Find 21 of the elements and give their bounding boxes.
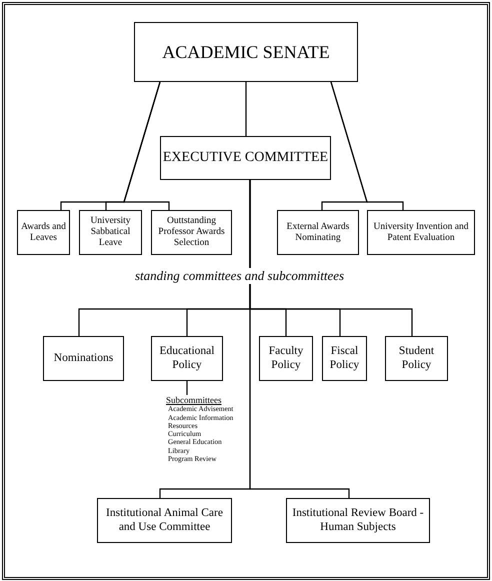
connector-line xyxy=(245,82,247,136)
connector-line xyxy=(123,82,170,210)
committee-box: Fiscal Policy xyxy=(322,336,367,381)
committee-box: Educational Policy xyxy=(151,336,223,381)
committee-box: Nominations xyxy=(43,336,124,381)
list-heading: Subcommittees xyxy=(166,395,222,406)
header-box: ACADEMIC SENATE xyxy=(134,22,358,82)
committee-box: External Awards Nominating xyxy=(277,210,359,255)
committee-box: Student Policy xyxy=(385,336,448,381)
committee-box: University Invention and Patent Evaluation xyxy=(367,210,475,255)
connector-line xyxy=(330,82,404,210)
committee-box: Institutional Animal Care and Use Committee xyxy=(97,498,232,543)
committee-box: Awards and Leaves xyxy=(17,210,70,255)
committee-box: University Sabbatical Leave xyxy=(79,210,142,255)
connector-line xyxy=(186,381,188,395)
committee-box: Faculty Policy xyxy=(259,336,313,381)
connector-line xyxy=(249,180,350,498)
committee-box: Outtstanding Professor Awards Selection xyxy=(151,210,232,255)
section-label: standing committees and subcommittees xyxy=(133,268,346,284)
header-box: EXECUTIVE COMMITTEE xyxy=(160,136,331,180)
committee-box: Institutional Review Board - Human Subjects xyxy=(286,498,430,543)
